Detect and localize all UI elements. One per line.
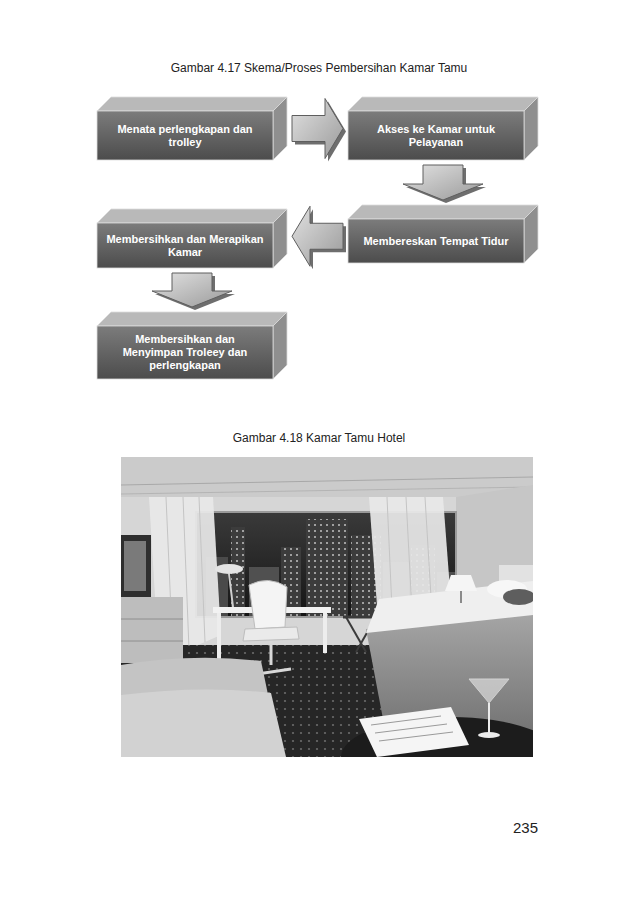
box-label: Membersihkan dan Menyimpan Troleey dan p… bbox=[105, 333, 265, 372]
flow-arrow bbox=[292, 99, 343, 159]
box-label: Akses ke Kamar untuk Pelayanan bbox=[356, 123, 516, 149]
process-box: Membereskan Tempat Tidur bbox=[348, 205, 538, 263]
room-walls bbox=[121, 457, 533, 757]
flow-arrow bbox=[403, 165, 483, 200]
page-number: 235 bbox=[480, 819, 538, 836]
hotel-room-photo bbox=[121, 457, 533, 757]
box-label: Membereskan Tempat Tidur bbox=[356, 235, 516, 248]
armchair bbox=[121, 658, 286, 757]
coffee-table-with-newspaper-and-glass bbox=[341, 679, 533, 757]
figure-title: Gambar 4.17 Skema/Proses Pembersihan Kam… bbox=[0, 61, 638, 75]
box-3d-shape bbox=[348, 205, 538, 263]
tv-cabinet bbox=[121, 535, 183, 663]
process-box: Membersihkan dan Merapikan Kamar bbox=[97, 209, 287, 268]
flow-arrow bbox=[292, 206, 343, 266]
box-label: Membersihkan dan Merapikan Kamar bbox=[105, 233, 265, 259]
process-box: Akses ke Kamar untuk Pelayanan bbox=[348, 97, 538, 160]
figure-caption: Gambar 4.18 Kamar Tamu Hotel bbox=[0, 431, 638, 445]
box-label: Menata perlengkapan dan trolley bbox=[105, 123, 265, 149]
flow-arrow-group bbox=[292, 99, 346, 162]
desk-and-chair bbox=[213, 564, 379, 675]
flow-arrow bbox=[152, 273, 232, 307]
process-box: Membersihkan dan Menyimpan Troleey dan p… bbox=[97, 312, 287, 379]
flow-arrow-group bbox=[292, 206, 346, 269]
process-box: Menata perlengkapan dan trolley bbox=[97, 97, 287, 160]
flow-arrow-group bbox=[403, 165, 486, 203]
flow-arrow-group bbox=[152, 273, 235, 310]
